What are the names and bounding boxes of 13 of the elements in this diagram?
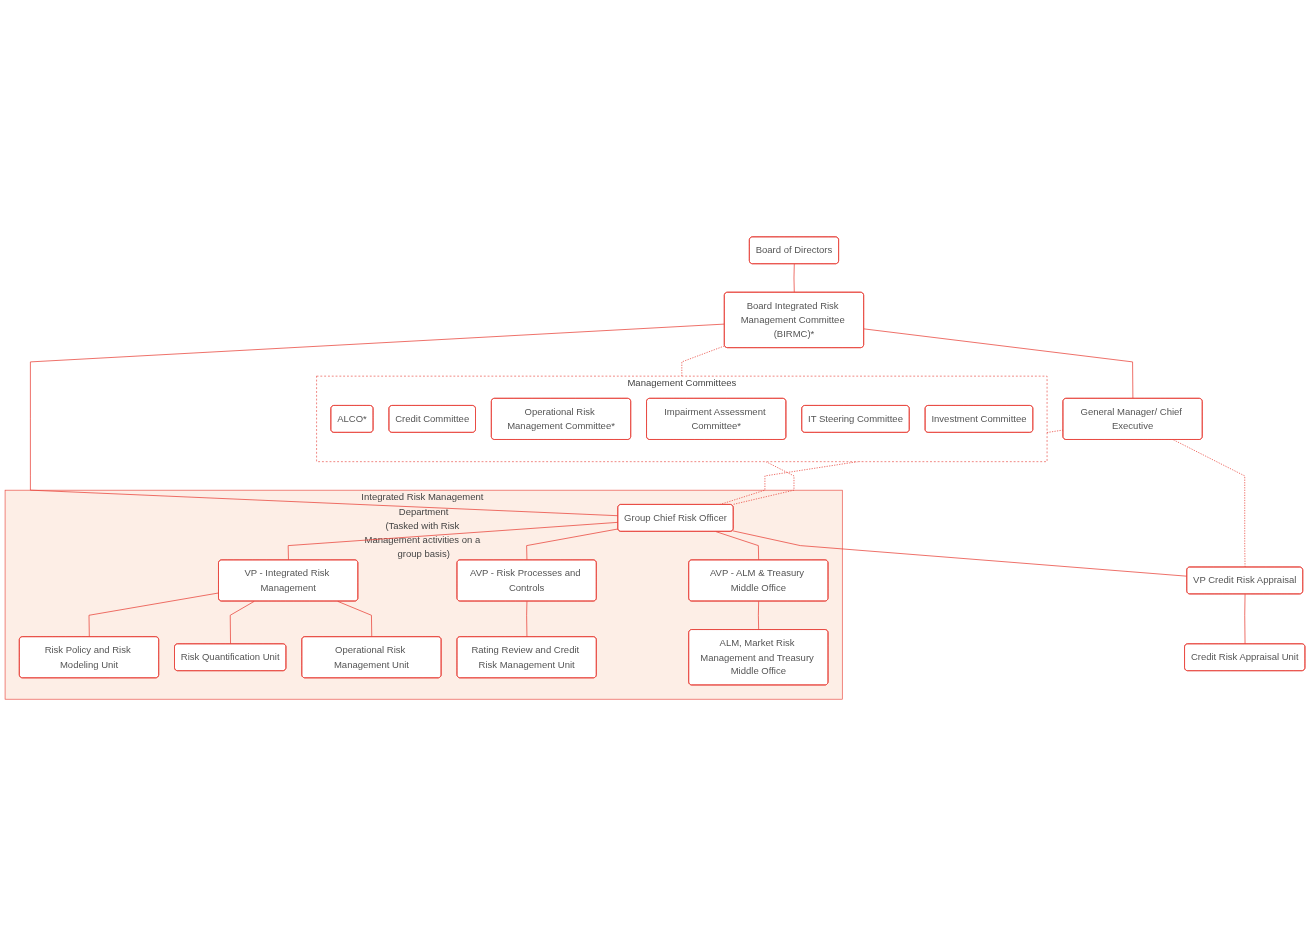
connector [732, 530, 1188, 577]
connector [732, 461, 795, 505]
connector [1173, 439, 1246, 568]
connector [793, 263, 795, 293]
connector [88, 592, 220, 638]
connector [757, 600, 760, 631]
connector [526, 600, 528, 638]
connector [526, 528, 619, 561]
connector [681, 345, 725, 377]
connector [287, 521, 619, 561]
connector [863, 328, 1134, 399]
connector [1244, 593, 1246, 645]
connector [30, 323, 725, 517]
